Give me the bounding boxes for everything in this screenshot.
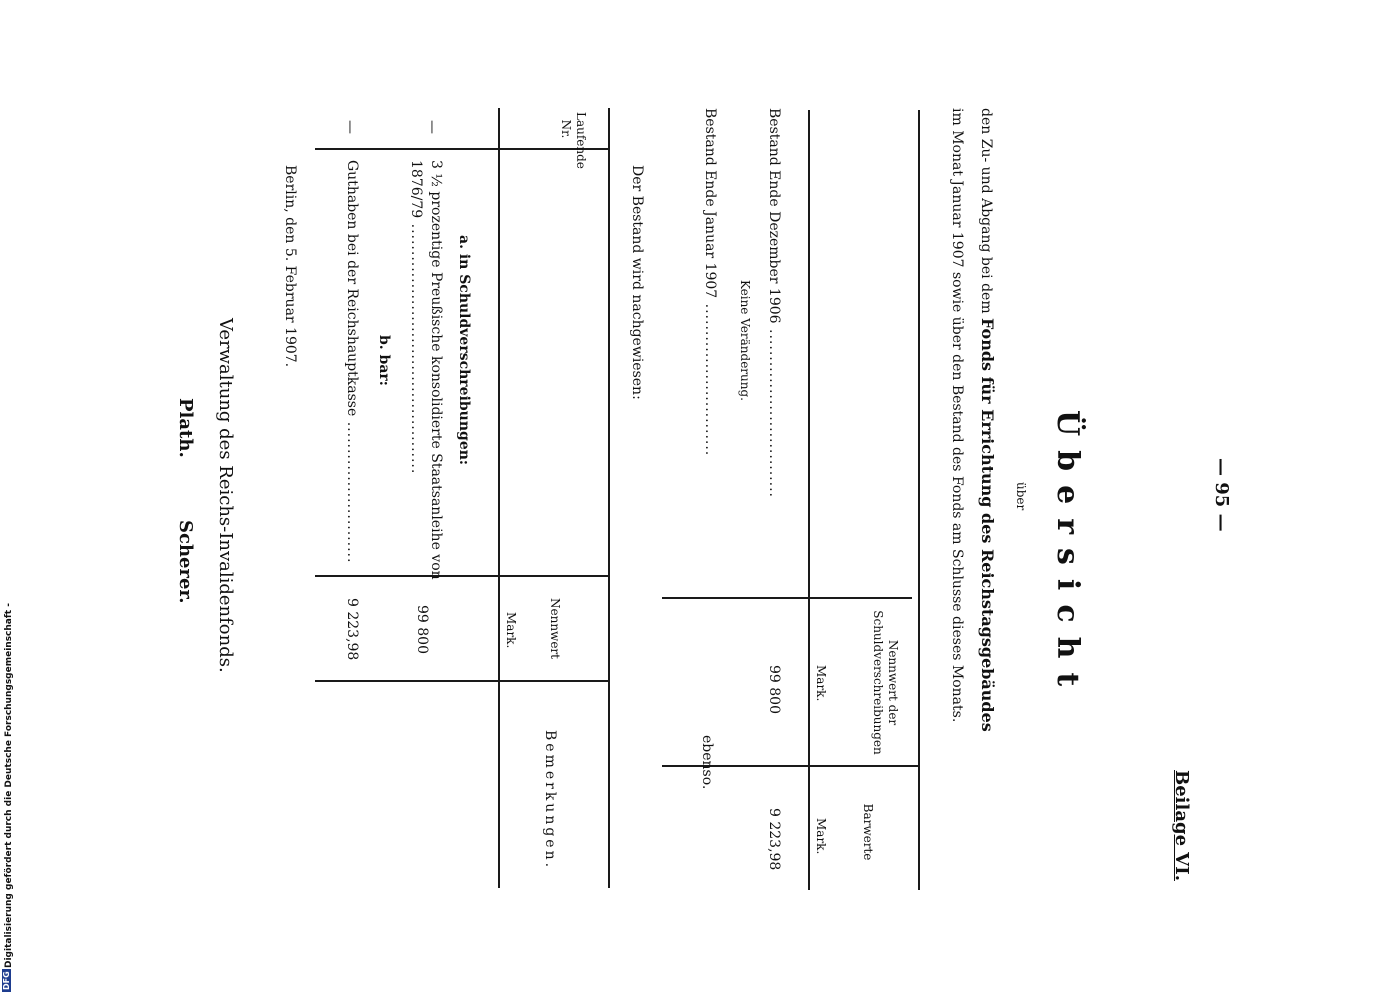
appendix-text: Beilage VI. xyxy=(1171,770,1192,881)
table2-top-rule xyxy=(608,108,610,888)
table1-row2: Bestand Ende Januar 1907 ...............… xyxy=(702,108,718,456)
stock-note: Der Bestand wird nachgewiesen: xyxy=(629,165,645,400)
table2-row-a-dash: — xyxy=(424,120,440,134)
table1-top-rule xyxy=(918,110,920,890)
table2-col-divider-bem xyxy=(315,680,608,682)
table2-col-nennwert: Nennwert xyxy=(548,598,562,659)
issuing-authority: Verwaltung des Reichs-Invalidenfonds. xyxy=(215,318,236,673)
table1-col-divider-b xyxy=(662,597,912,599)
table2-row-a-text1: 3 ½ prozentige Preußische konsolidierte … xyxy=(428,160,444,580)
table1-col-divider-c xyxy=(662,765,808,767)
table2-section-a: a. in Schuldverschreibungen: xyxy=(456,235,472,465)
table2-row-b-dots: .......................... xyxy=(344,416,360,564)
table2-row-b: Guthaben bei der Reichshauptkasse ......… xyxy=(344,160,360,563)
signature-scherer: Scherer. xyxy=(175,520,196,604)
table2-col-nennwert-unit: Mark. xyxy=(504,612,518,649)
appendix-label: Beilage VI. xyxy=(1171,770,1192,881)
table2-header-rule xyxy=(498,108,500,888)
table1-row2-dots: ............................ xyxy=(702,298,718,457)
table1-row1-barwert: 9 223,98 xyxy=(766,808,782,871)
table1-col-barwerte-unit: Mark. xyxy=(814,818,828,855)
table1-row2-value: ebenso. xyxy=(699,735,715,790)
table2-row-b-text: Guthaben bei der Reichshauptkasse xyxy=(344,160,360,417)
table1-row1-label: Bestand Ende Dezember 1906 xyxy=(766,108,782,324)
table1-col-barwerte: Barwerte xyxy=(861,803,875,861)
table2-col-divider-nennwert xyxy=(315,575,608,577)
table2-section-a-text: a. in Schuldverschreibungen: xyxy=(456,235,472,466)
heading-line-1-bold: Fonds für Errichtung des Reichstagsgebäu… xyxy=(978,318,997,732)
table2-col-lfd: Laufende Nr. xyxy=(559,112,588,169)
heading-line-1-pre: den Zu- und Abgang bei dem xyxy=(978,108,994,314)
page-title: Übersicht xyxy=(1050,410,1085,701)
table1-row1: Bestand Ende Dezember 1906 .............… xyxy=(766,108,782,498)
table2-section-b: b. bar: xyxy=(376,335,392,386)
table2-row-b-dash: — xyxy=(342,120,358,134)
table2-row-a-line2: 1876/79 ................................… xyxy=(408,160,424,474)
table1-row2-label: Bestand Ende Januar 1907 xyxy=(702,108,718,299)
place-date: Berlin, den 5. Februar 1907. xyxy=(282,165,298,368)
heading-line-2: im Monat Januar 1907 sowie über den Best… xyxy=(949,108,965,723)
table1-col-nennwert-unit: Mark. xyxy=(814,665,828,702)
signature-plath: Plath. xyxy=(175,398,196,458)
table2-row-b-value: 9 223,98 xyxy=(344,598,360,661)
digitization-credit: Digitalisierung gefördert durch die Deut… xyxy=(4,603,14,968)
digitization-credit-text: Digitalisierung gefördert durch die Deut… xyxy=(4,603,14,968)
page-number: — 95 — xyxy=(1211,458,1232,532)
dfg-logo: DFG xyxy=(2,969,11,992)
table1-row-change: Keine Veränderung. xyxy=(738,280,752,401)
table1-row1-dots: ............................... xyxy=(766,323,782,498)
table2-row-a-value: 99 800 xyxy=(414,605,430,654)
subtitle-ueber: über xyxy=(1014,482,1028,511)
table2-col-bemerkungen: Bemerkungen. xyxy=(542,730,558,871)
heading-line-1: den Zu- und Abgang bei dem Fonds für Err… xyxy=(978,108,997,732)
table2-col-divider-lfd xyxy=(315,148,608,150)
table2-section-b-text: b. bar: xyxy=(376,335,392,386)
table1-row1-nennwert: 99 800 xyxy=(766,665,782,714)
table2-row-a-text2: 1876/79 xyxy=(408,160,424,219)
table1-col-divider-a xyxy=(808,765,918,767)
table1-col-nennwert: Nennwert der Schuldverschreibungen xyxy=(871,610,900,755)
table1-header-rule xyxy=(808,110,810,890)
table2-row-a-dots: ........................................… xyxy=(408,218,424,475)
